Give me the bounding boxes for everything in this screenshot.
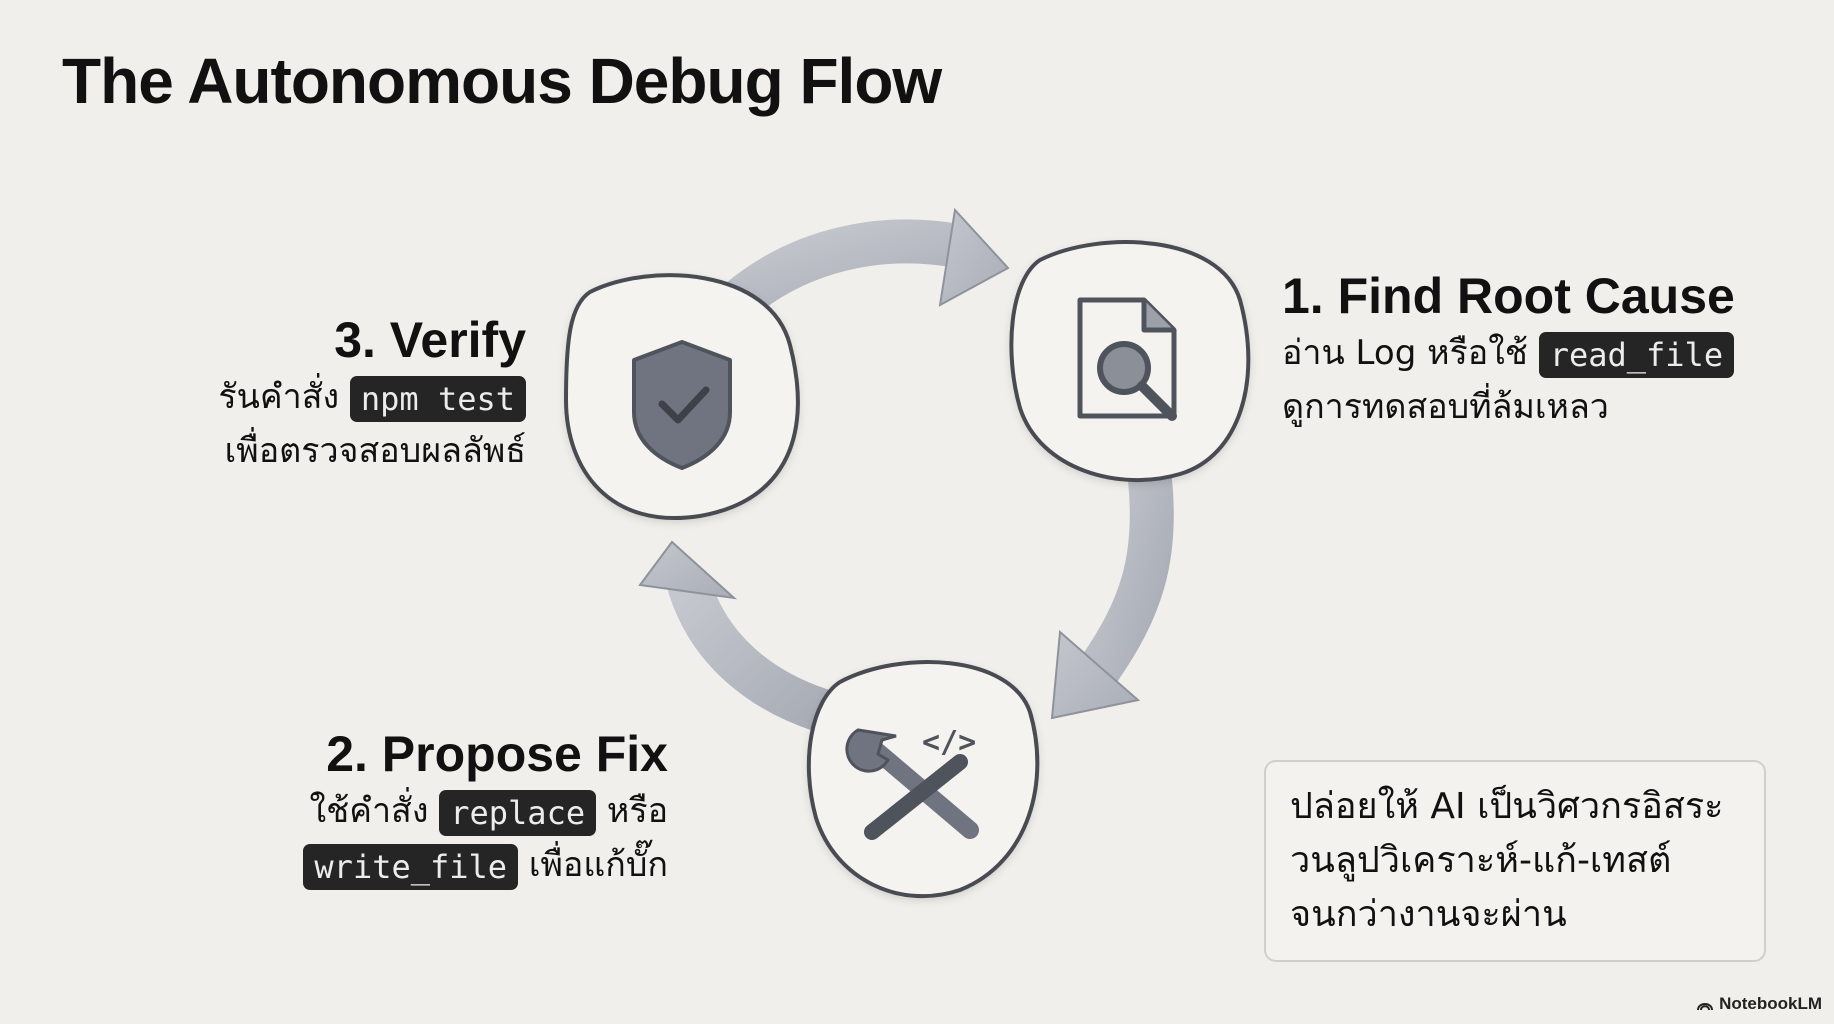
code-npm-test: npm test [349, 375, 526, 422]
step-find-line1: อ่าน Log หรือใช้ read_file [1282, 326, 1735, 380]
brand-watermark: NotebookLM [1696, 994, 1822, 1014]
node-propose-fix: </> [806, 660, 1040, 899]
step-fix-title: 2. Propose Fix [326, 726, 668, 782]
step-verify-text: รันคำสั่ง [218, 377, 340, 417]
arrow-fix-to-verify [638, 540, 842, 732]
step-verify-line2: เพื่อตรวจสอบผลลัพธ์ [224, 431, 526, 471]
code-replace: replace [439, 789, 597, 836]
step-fix-line2: write_file เพื่อแก้บั๊ก [200, 838, 668, 892]
step-propose-fix: 2. Propose Fix ใช้คำสั่ง replace หรือ wr… [200, 724, 668, 892]
notebooklm-logo-icon [1697, 1003, 1714, 1011]
step-find-title: 1. Find Root Cause [1282, 268, 1735, 324]
step-find-root-cause: 1. Find Root Cause อ่าน Log หรือใช้ read… [1282, 266, 1735, 434]
step-find-line2: ดูการทดสอบที่ล้มเหลว [1282, 387, 1609, 427]
step-fix-or: หรือ [606, 791, 668, 831]
step-fix-text: ใช้คำสั่ง [309, 791, 429, 831]
code-write-file: write_file [303, 843, 519, 890]
page-title: The Autonomous Debug Flow [62, 45, 942, 117]
step-fix-line1: ใช้คำสั่ง replace หรือ [200, 784, 668, 838]
document-search-icon [1077, 297, 1177, 421]
step-verify-title: 3. Verify [334, 312, 526, 368]
step-find-text: อ่าน Log หรือใช้ [1282, 333, 1528, 373]
svg-text:</>: </> [922, 725, 976, 760]
arrow-verify-to-find [718, 207, 1010, 322]
shield-check-icon [632, 340, 732, 470]
step-fix-purpose: เพื่อแก้บั๊ก [528, 845, 668, 885]
node-verify [563, 273, 800, 520]
brand-name: NotebookLM [1719, 994, 1822, 1013]
note-line-3: จนกว่างานจะผ่าน [1290, 894, 1567, 935]
wrench-screwdriver-code-icon: </> [845, 725, 979, 840]
arrow-find-to-fix [1050, 458, 1174, 720]
note-line-1: ปล่อยให้ AI เป็นวิศวกรอิสระ [1290, 786, 1724, 827]
node-find-root-cause [1009, 240, 1251, 482]
step-verify-line1: รันคำสั่ง npm test [120, 370, 526, 424]
summary-note: ปล่อยให้ AI เป็นวิศวกรอิสระ วนลูปวิเคราะ… [1264, 760, 1766, 962]
step-verify: 3. Verify รันคำสั่ง npm test เพื่อตรวจสอ… [120, 310, 526, 478]
code-read-file: read_file [1538, 331, 1735, 378]
note-line-2: วนลูปวิเคราะห์-แก้-เทสต์ [1290, 840, 1672, 881]
